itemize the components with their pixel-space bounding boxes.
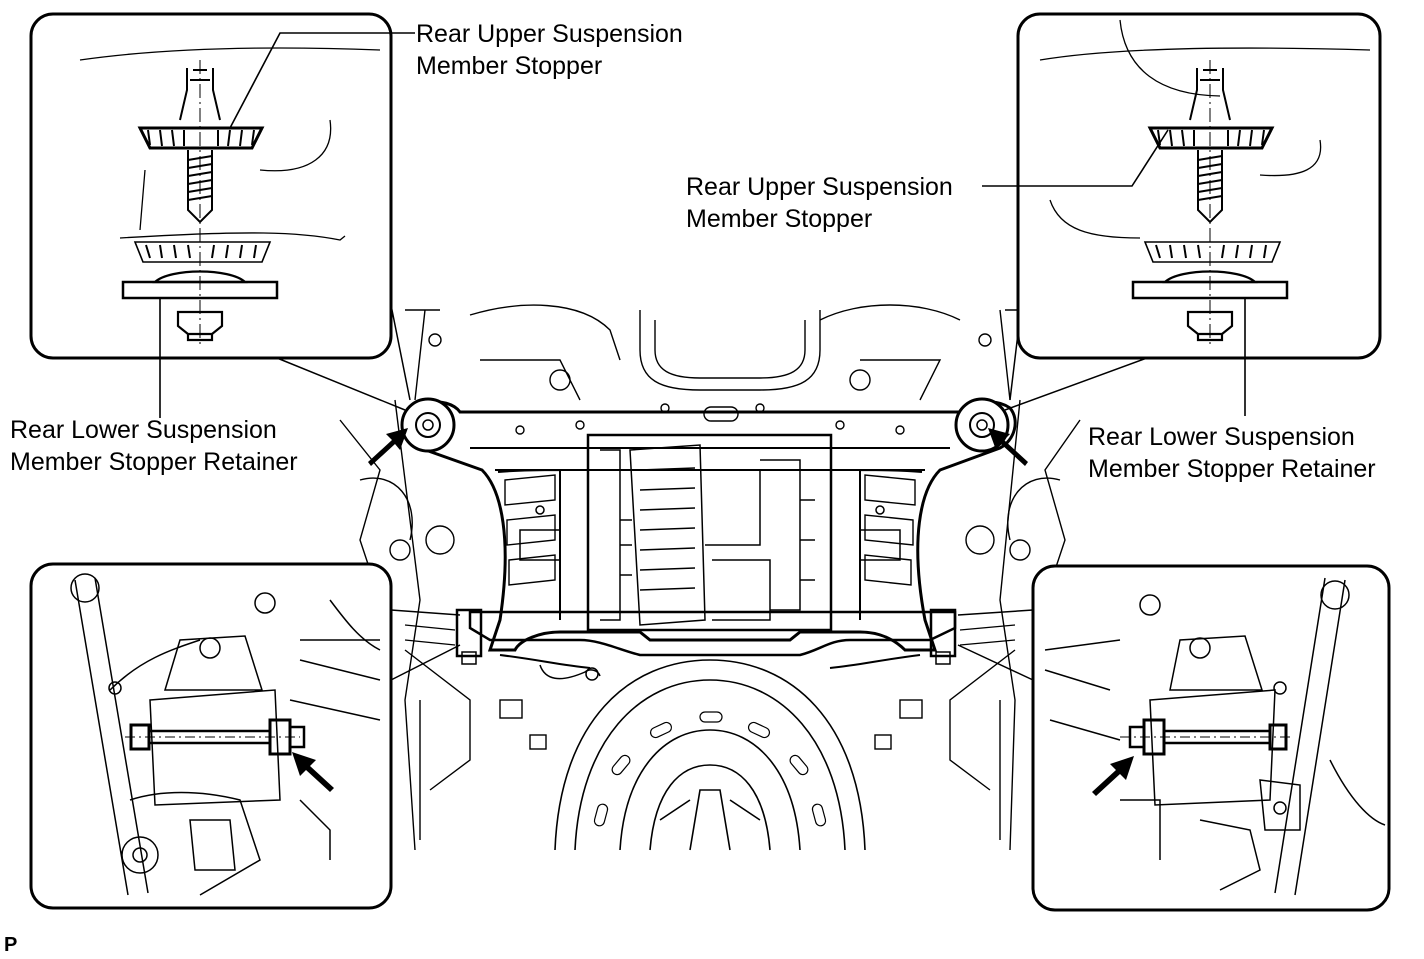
- vehicle-underbody: [339, 304, 1086, 851]
- callout-line-2: Member Stopper: [416, 52, 603, 80]
- upper-mount-left: [400, 397, 456, 453]
- detail-top-left: [29, 12, 393, 360]
- detail-leader-lines: [276, 299, 1148, 681]
- arrow-bottom-right-bolt: [1092, 756, 1134, 796]
- callout-line-1: Rear Upper Suspension: [416, 20, 683, 48]
- callout-line-2: Member Stopper Retainer: [10, 448, 298, 476]
- callout-rear-lower-retainer-right: Rear Lower Suspension Member Stopper Ret…: [1088, 421, 1376, 485]
- callout-line-2: Member Stopper Retainer: [1088, 455, 1376, 483]
- differential-housing: [519, 433, 901, 632]
- arrow-right-upper-mount: [988, 428, 1028, 466]
- detail-bottom-right: [1031, 564, 1391, 912]
- detail-bottom-left: [29, 562, 393, 910]
- spare-tire: [554, 659, 866, 851]
- callout-leaders: [159, 32, 1246, 418]
- illustration-code: P: [4, 934, 18, 956]
- callout-rear-upper-stopper-left: Rear Upper Suspension Member Stopper: [416, 18, 683, 82]
- callout-rear-lower-retainer-left: Rear Lower Suspension Member Stopper Ret…: [10, 414, 298, 478]
- callout-line-1: Rear Lower Suspension: [1088, 423, 1355, 451]
- callout-rear-upper-stopper-right: Rear Upper Suspension Member Stopper: [686, 171, 953, 235]
- callout-line-1: Rear Upper Suspension: [686, 173, 953, 201]
- arrow-left-upper-mount: [368, 428, 408, 466]
- lower-bolt-left: [125, 718, 306, 756]
- callout-line-2: Member Stopper: [686, 205, 873, 233]
- lower-crossmember: [404, 608, 1016, 681]
- lower-bolt-right: [1120, 718, 1290, 756]
- arrow-bottom-left-bolt: [292, 752, 334, 792]
- callout-line-1: Rear Lower Suspension: [10, 416, 277, 444]
